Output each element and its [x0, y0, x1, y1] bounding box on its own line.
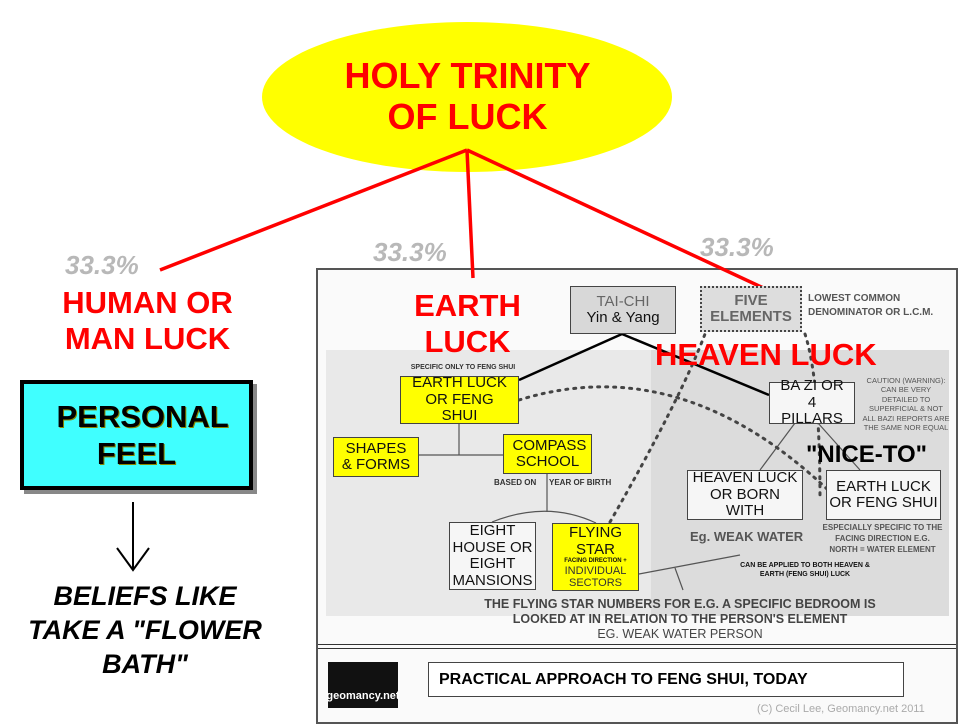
note-line: LOOKED AT IN RELATION TO THE PERSON'S EL…	[512, 612, 848, 626]
note-line: EG. WEAK WATER PERSON	[597, 627, 763, 641]
eight-house-text: EIGHT HOUSE OR EIGHT MANSIONS	[452, 522, 533, 589]
logo-text: geomancy.net	[326, 690, 400, 702]
taichi-title: TAI-CHI	[596, 292, 650, 310]
nice-to-label: "NICE-TO"	[806, 441, 927, 468]
percent-heaven: 33.3%	[700, 232, 774, 262]
eight-house-box: EIGHT HOUSE OR EIGHT MANSIONS	[449, 522, 536, 590]
taichi-sub: Yin & Yang	[586, 309, 660, 326]
copyright: (C) Cecil Lee, Geomancy.net 2011	[757, 703, 925, 715]
banner-text: PRACTICAL APPROACH TO FENG SHUI, TODAY	[439, 670, 808, 688]
compass-school-box: COMPASS SCHOOL	[503, 434, 592, 474]
five-elements-text: FIVE ELEMENTS	[710, 291, 792, 325]
lcm-note: LOWEST COMMON DENOMINATOR OR L.C.M.	[808, 293, 934, 318]
percent-earth: 33.3%	[373, 237, 447, 267]
flying-star-note: THE FLYING STAR NUMBERS FOR E.G. A SPECI…	[470, 597, 890, 642]
banner-box: PRACTICAL APPROACH TO FENG SHUI, TODAY	[428, 662, 904, 697]
earth-luck-box-text: EARTH LUCK OR FENG SHUI	[412, 374, 507, 425]
compass-text: COMPASS SCHOOL	[512, 436, 587, 470]
title: HOLY TRINITY OF LUCK	[344, 55, 591, 138]
specific-note: SPECIFIC ONLY TO FENG SHUI	[410, 364, 516, 371]
personal-feel-text: PERSONAL FEEL	[56, 398, 229, 471]
human-luck-label: HUMAN OR MAN LUCK	[62, 285, 233, 356]
personal-feel-box: PERSONAL FEEL	[20, 380, 253, 490]
earth-luck-label: EARTH LUCK	[414, 288, 521, 359]
shapes-forms-box: SHAPES & FORMS	[333, 437, 419, 477]
five-elements-box: FIVE ELEMENTS	[700, 286, 802, 332]
facing-text: FACING DIRECTION +	[564, 558, 627, 565]
especially-note: ESPECIALLY SPECIFIC TO THE FACING DIRECT…	[822, 523, 943, 554]
shapes-text: SHAPES & FORMS	[341, 439, 411, 473]
heaven-luck-label: HEAVEN LUCK	[655, 337, 877, 372]
earth-luck-box: EARTH LUCK OR FENG SHUI	[400, 374, 519, 425]
year-of-birth: YEAR OF BIRTH	[549, 478, 612, 487]
note-line: THE FLYING STAR NUMBERS FOR E.G. A SPECI…	[484, 597, 876, 611]
earth-fs-text: EARTH LUCK OR FENG SHUI	[829, 477, 938, 511]
sectors-text: INDIVIDUAL SECTORS	[564, 564, 627, 589]
heaven-born-box: HEAVEN LUCK OR BORN WITH	[687, 470, 803, 520]
applied-note: CAN BE APPLIED TO BOTH HEAVEN & EARTH (F…	[740, 562, 870, 579]
earth-feng-shui-box: EARTH LUCK OR FENG SHUI	[826, 470, 941, 520]
bazi-box: BA ZI OR 4 PILLARS	[769, 378, 855, 427]
percent-human: 33.3%	[65, 250, 139, 280]
flying-star-text: FLYING STAR	[568, 524, 623, 558]
bazi-text: BA ZI OR 4 PILLARS	[780, 377, 844, 428]
based-on: BASED ON	[494, 478, 537, 487]
weak-water-note: Eg. WEAK WATER	[690, 529, 804, 544]
caution-note: CAUTION (WARNING): CAN BE VERY DETAILED …	[862, 376, 950, 432]
beliefs-text: BELIEFS LIKE TAKE A "FLOWER BATH"	[28, 581, 262, 679]
divider	[318, 644, 956, 649]
geomancy-logo[interactable]: geomancy.net	[326, 662, 400, 708]
born-with-text: HEAVEN LUCK OR BORN WITH	[692, 469, 798, 520]
